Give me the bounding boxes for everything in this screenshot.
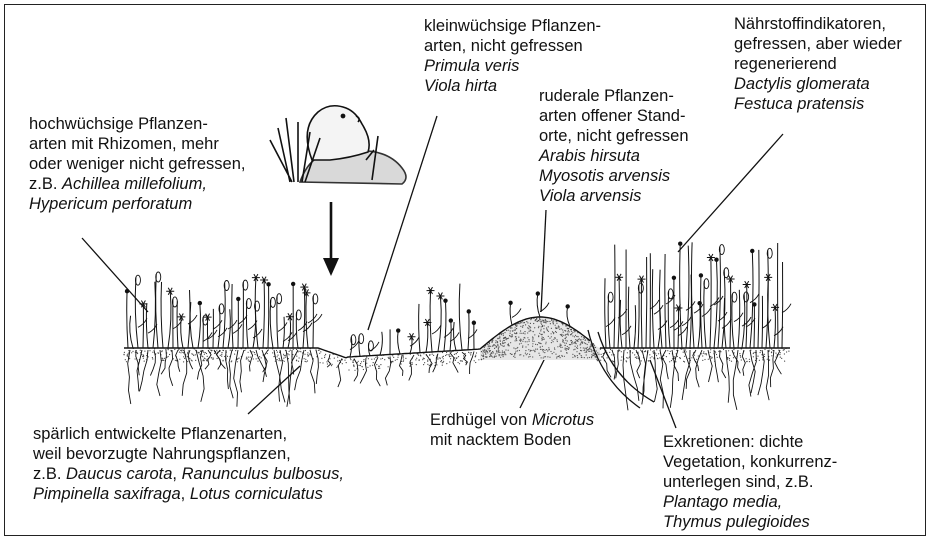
- label-line: z.B. Daucus carota, Ranunculus bulbosus,: [33, 464, 344, 484]
- down-arrow-icon: [323, 202, 339, 276]
- species-name: Dactylis glomerata: [734, 75, 870, 93]
- label-nutrient-indicators: Nährstoffindikatoren, gefressen, aber wie…: [734, 14, 902, 114]
- label-small-plants: kleinwüchsige Pflanzen-arten, nicht gefr…: [424, 16, 601, 96]
- label-text: oder weniger nicht gefressen,: [29, 155, 245, 173]
- label-line: arten offener Stand-: [539, 106, 689, 126]
- label-text: Erdhügel von: [430, 411, 532, 429]
- label-text: arten offener Stand-: [539, 107, 685, 125]
- label-text: unterlegen sind, z.B.: [663, 473, 813, 491]
- label-text: spärlich entwickelte Pflanzenarten,: [33, 425, 287, 443]
- species-name: Viola hirta: [424, 77, 497, 95]
- label-ruderal-plants: ruderale Pflanzen-arten offener Stand-or…: [539, 86, 689, 206]
- species-name: Myosotis arvensis: [539, 167, 670, 185]
- label-line: Viola arvensis: [539, 186, 689, 206]
- label-line: weil bevorzugte Nahrungspflanzen,: [33, 444, 344, 464]
- label-sparse-plants: spärlich entwickelte Pflanzenarten, weil …: [33, 424, 344, 504]
- label-line: Myosotis arvensis: [539, 166, 689, 186]
- label-text: weil bevorzugte Nahrungspflanzen,: [33, 445, 291, 463]
- species-name: Plantago media,: [663, 493, 782, 511]
- label-line: Hypericum perforatum: [29, 194, 245, 214]
- root-hairs-icon: [128, 350, 782, 410]
- label-line: arten, nicht gefressen: [424, 36, 601, 56]
- label-line: orte, nicht gefressen: [539, 126, 689, 146]
- plant-stems: [125, 242, 791, 357]
- label-line: Erdhügel von Microtus: [430, 410, 594, 430]
- species-name: Microtus: [532, 411, 594, 429]
- label-line: Pimpinella saxifraga, Lotus corniculatus: [33, 484, 344, 504]
- label-text: orte, nicht gefressen: [539, 127, 689, 145]
- label-text: kleinwüchsige Pflanzen-: [424, 17, 601, 35]
- label-text: z.B.: [33, 465, 66, 483]
- label-text: gefressen, aber wieder: [734, 35, 902, 53]
- species-name: Achillea millefolium,: [62, 175, 207, 193]
- label-line: kleinwüchsige Pflanzen-: [424, 16, 601, 36]
- label-text: ,: [181, 485, 190, 503]
- label-line: Nährstoffindikatoren,: [734, 14, 902, 34]
- label-text: ruderale Pflanzen-: [539, 87, 674, 105]
- label-line: unterlegen sind, z.B.: [663, 472, 837, 492]
- label-line: z.B. Achillea millefolium,: [29, 174, 245, 194]
- label-line: Arabis hirsuta: [539, 146, 689, 166]
- label-text: z.B.: [29, 175, 62, 193]
- species-name: Viola arvensis: [539, 187, 641, 205]
- species-name: Arabis hirsuta: [539, 147, 640, 165]
- label-line: Festuca pratensis: [734, 94, 902, 114]
- label-line: Dactylis glomerata: [734, 74, 902, 94]
- label-line: regenerierend: [734, 54, 902, 74]
- label-line: Vegetation, konkurrenz-: [663, 452, 837, 472]
- label-text: hochwüchsige Pflanzen-: [29, 115, 208, 133]
- label-line: gefressen, aber wieder: [734, 34, 902, 54]
- label-text: arten, nicht gefressen: [424, 37, 583, 55]
- label-line: spärlich entwickelte Pflanzenarten,: [33, 424, 344, 444]
- label-text: Exkretionen: dichte: [663, 433, 803, 451]
- label-line: Primula veris: [424, 56, 601, 76]
- label-line: mit nacktem Boden: [430, 430, 594, 450]
- species-name: Ranunculus bulbosus,: [182, 465, 344, 483]
- label-tall-plants: hochwüchsige Pflanzen-arten mit Rhizomen…: [29, 114, 245, 214]
- vole-sketch-icon: [270, 106, 406, 184]
- species-name: Daucus carota: [66, 465, 172, 483]
- label-line: oder weniger nicht gefressen,: [29, 154, 245, 174]
- species-name: Pimpinella saxifraga: [33, 485, 181, 503]
- label-text: ,: [172, 465, 181, 483]
- label-line: Plantago media,: [663, 492, 837, 512]
- label-text: Nährstoffindikatoren,: [734, 15, 886, 33]
- label-line: hochwüchsige Pflanzen-: [29, 114, 245, 134]
- label-text: mit nacktem Boden: [430, 431, 571, 449]
- label-mound: Erdhügel von Microtusmit nacktem Boden: [430, 410, 594, 450]
- label-text: Vegetation, konkurrenz-: [663, 453, 837, 471]
- label-text: arten mit Rhizomen, mehr: [29, 135, 219, 153]
- label-text: regenerierend: [734, 55, 837, 73]
- species-name: Hypericum perforatum: [29, 195, 192, 213]
- label-line: Exkretionen: dichte: [663, 432, 837, 452]
- label-excretions: Exkretionen: dichteVegetation, konkurren…: [663, 432, 837, 532]
- species-name: Lotus corniculatus: [190, 485, 323, 503]
- species-name: Primula veris: [424, 57, 519, 75]
- label-line: arten mit Rhizomen, mehr: [29, 134, 245, 154]
- species-name: Thymus pulegioides: [663, 513, 810, 531]
- label-line: ruderale Pflanzen-: [539, 86, 689, 106]
- label-line: Thymus pulegioides: [663, 512, 837, 532]
- species-name: Festuca pratensis: [734, 95, 864, 113]
